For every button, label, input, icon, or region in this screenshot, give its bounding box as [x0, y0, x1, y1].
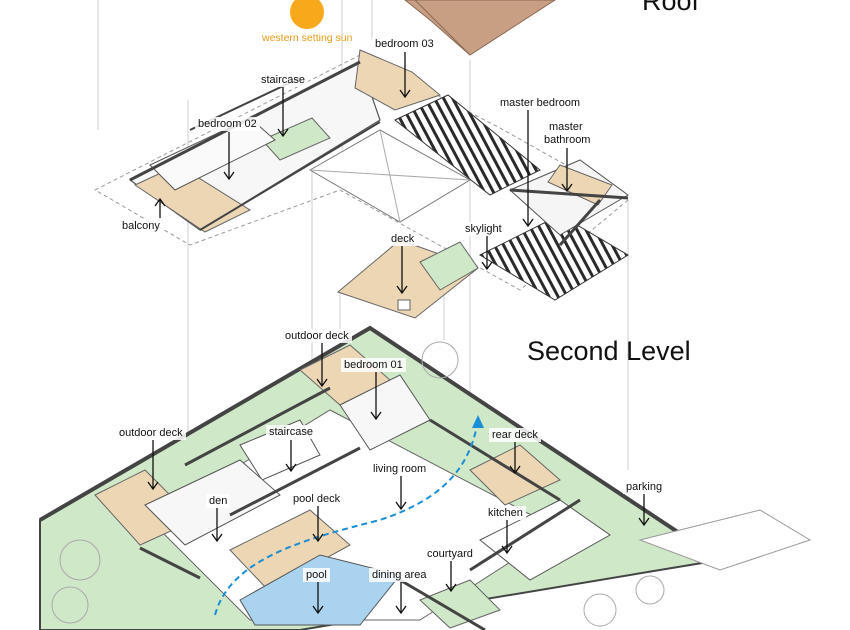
- label-rear-deck: rear deck: [489, 428, 541, 442]
- label-bedroom-03: bedroom 03: [372, 37, 437, 51]
- upper-level-plan: [93, 49, 629, 319]
- label-master-bathroom-line2: bathroom: [541, 133, 594, 147]
- label-staircase-lower: staircase: [266, 425, 317, 439]
- circulation-path: [214, 419, 479, 616]
- leader-arrows: [147, 52, 650, 615]
- label-dining-area: dining area: [369, 568, 430, 582]
- second-level-heading: Second Level: [527, 336, 691, 366]
- label-balcony: balcony: [119, 219, 163, 233]
- label-living-room: living room: [370, 462, 430, 476]
- second-level-plan: [38, 325, 812, 630]
- label-den: den: [206, 494, 231, 508]
- label-courtyard: courtyard: [424, 547, 476, 561]
- label-parking: parking: [623, 480, 666, 494]
- label-pool: pool: [303, 568, 330, 582]
- label-pool-deck: pool deck: [290, 492, 344, 506]
- roof-heading: Roof: [642, 0, 700, 16]
- label-staircase-upper: staircase: [258, 73, 309, 87]
- label-kitchen: kitchen: [485, 506, 526, 520]
- label-bedroom-02: bedroom 02: [195, 117, 260, 131]
- label-bedroom-01: bedroom 01: [341, 358, 406, 372]
- roof-plane: [404, 0, 556, 56]
- label-master-bathroom-line1: master: [546, 120, 586, 134]
- sun-icon: [290, 0, 324, 29]
- label-outdoor-deck-top: outdoor deck: [282, 329, 352, 343]
- label-outdoor-deck-left: outdoor deck: [116, 426, 186, 440]
- label-skylight: skylight: [462, 222, 505, 236]
- label-master-bedroom: master bedroom: [497, 96, 584, 110]
- sun-caption: western setting sun: [262, 32, 353, 44]
- label-deck: deck: [388, 232, 418, 246]
